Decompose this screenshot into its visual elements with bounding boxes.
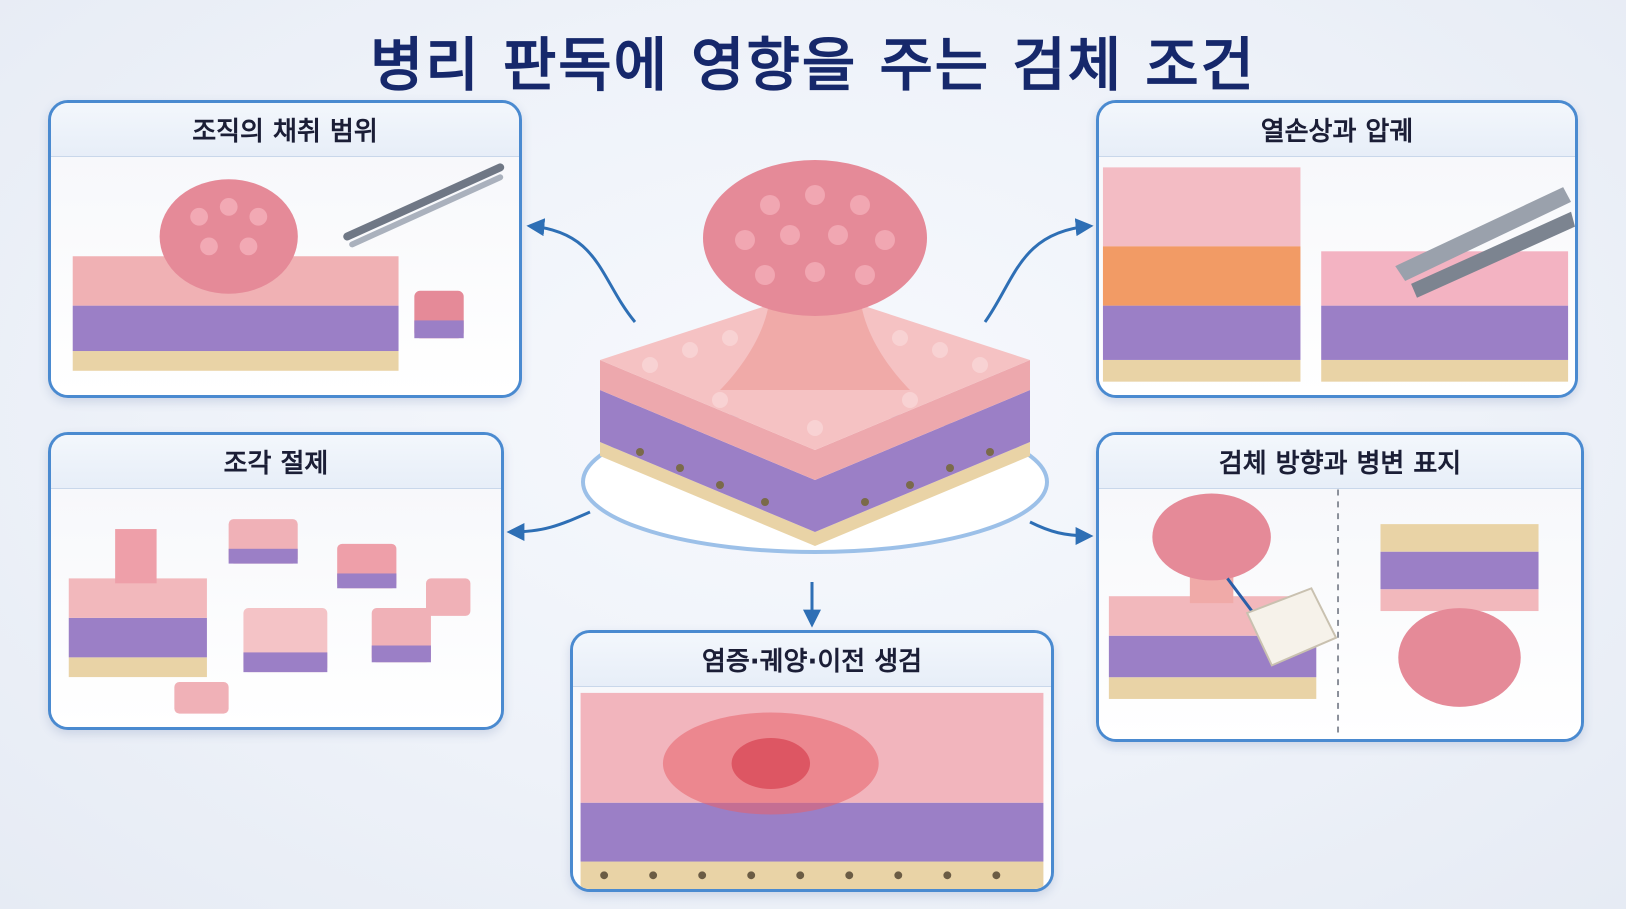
- panel-title: 조직의 채취 범위: [51, 103, 519, 157]
- panel-tissue-range: 조직의 채취 범위: [48, 100, 522, 398]
- panel-inflammation: 염증·궤양·이전 생검: [570, 630, 1054, 892]
- panel-title: 염증·궤양·이전 생검: [573, 633, 1051, 687]
- central-lesion-model: [581, 160, 1049, 554]
- forceps-icon: [343, 163, 505, 248]
- lesion-stalk: [720, 290, 910, 390]
- orientation-label-illustration: [1108, 489, 1539, 739]
- panel-title: 열손상과 압궤: [1099, 103, 1575, 157]
- label-tag-icon: [1226, 577, 1338, 667]
- inflammation-illustration: [580, 692, 1044, 889]
- thermal-crush-illustration: [1102, 167, 1575, 382]
- panel-thermal-crush: 열손상과 압궤: [1096, 100, 1578, 398]
- pink-top-side: [600, 360, 1030, 480]
- panel-title: 조각 절제: [51, 435, 501, 489]
- tissue-range-illustration: [72, 163, 505, 371]
- page-title: 병리 판독에 영향을 주는 검체 조건: [369, 31, 1256, 99]
- fragment-cut-illustration: [68, 519, 471, 714]
- purple-layer: [600, 390, 1030, 532]
- panel-orientation-label: 검체 방향과 병변 표지: [1096, 432, 1584, 742]
- forceps-icon: [1395, 187, 1575, 298]
- panel-fragment-cut: 조각 절제: [48, 432, 504, 730]
- panel-title: 검체 방향과 병변 표지: [1099, 435, 1581, 489]
